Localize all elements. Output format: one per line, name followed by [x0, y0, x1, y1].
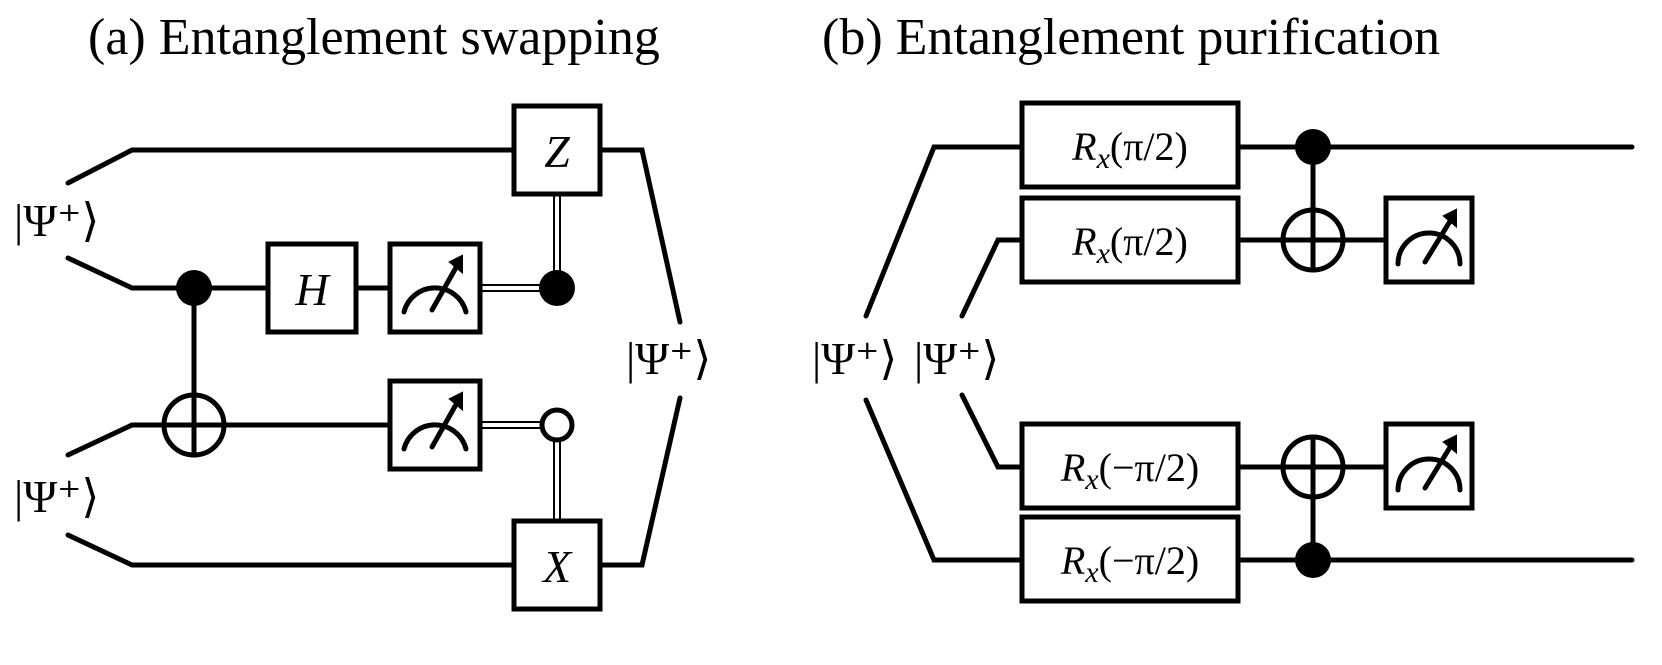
- classical-control-dot-x: [539, 407, 575, 443]
- measurement-meter-icon-b-1: [1383, 195, 1475, 285]
- cnot-a-target-cross: [161, 392, 227, 458]
- ket-a-input-bottom: |Ψ⁺⟩: [14, 471, 99, 522]
- gate-x-box: [511, 518, 603, 612]
- wire-a-1-output: [597, 147, 683, 325]
- wire-a-3-input-bend: [65, 422, 135, 458]
- panel-b-title: (b) Entanglement purification: [822, 9, 1441, 66]
- wire-a-2-input-bend: [65, 255, 135, 291]
- panel-a-circuit: H Z: [14, 103, 711, 612]
- rx-gate-box-1: [1019, 100, 1241, 190]
- wire-b-3-input: [959, 392, 1025, 470]
- ket-a-input-top: |Ψ⁺⟩: [14, 195, 99, 246]
- cnot-b-top-control-dot: [1295, 129, 1331, 165]
- cnot-b-top-target-cross: [1280, 207, 1346, 273]
- classical-control-dot-z: [539, 270, 575, 306]
- panel-a-title: (a) Entanglement swapping: [88, 9, 660, 66]
- cnot-b-bottom-control-dot: [1295, 542, 1331, 578]
- gate-z-box: [511, 103, 603, 197]
- rx-gate-box-4: [1019, 514, 1241, 604]
- rx-gate-label-2: Rx(π/2): [1071, 219, 1188, 270]
- rx-gate-box-3: [1019, 421, 1241, 511]
- gate-h-label: H: [294, 264, 331, 315]
- classical-wire-a-2: [480, 421, 543, 429]
- gate-x-label: X: [541, 541, 573, 592]
- panel-b-circuit: |Ψ⁺⟩ |Ψ⁺⟩ Rx(π/2) Rx(π/2) Rx(−π/2) Rx(−π…: [812, 100, 1635, 604]
- measurement-meter-icon-a-1: [387, 241, 483, 335]
- rx-gate-label-3: Rx(−π/2): [1060, 445, 1199, 496]
- wire-b-4-input: [863, 397, 1025, 563]
- wire-a-1-input-bend: [65, 147, 135, 186]
- gate-h-box: [265, 241, 359, 335]
- wire-b-2-input: [959, 237, 1025, 319]
- rx-gate-label-1: Rx(π/2): [1071, 124, 1188, 175]
- classical-control-line-x: [553, 440, 561, 521]
- cnot-a-control-dot: [176, 270, 212, 306]
- ket-b-outer: |Ψ⁺⟩: [812, 333, 897, 384]
- measurement-meter-icon-b-2: [1383, 421, 1475, 511]
- measurement-meter-icon-a-2: [387, 378, 483, 472]
- ket-b-inner: |Ψ⁺⟩: [914, 333, 999, 384]
- wire-a-4-input-bend: [65, 532, 135, 568]
- wire-b-1-input: [863, 144, 1025, 319]
- rx-gate-label-4: Rx(−π/2): [1060, 538, 1199, 589]
- gate-z-label: Z: [544, 126, 570, 177]
- cnot-b-bottom-target-cross: [1280, 434, 1346, 500]
- wire-a-4-output: [597, 395, 683, 568]
- ket-a-output: |Ψ⁺⟩: [626, 333, 711, 384]
